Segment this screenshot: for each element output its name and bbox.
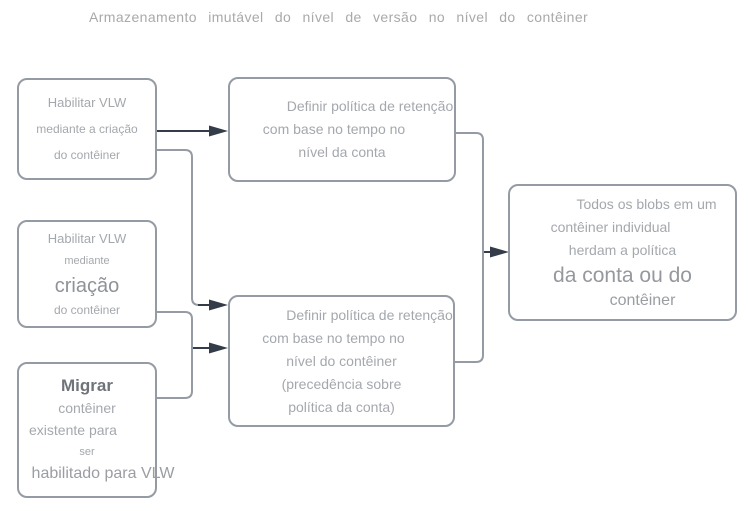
node-text-line: herdam a política [568, 242, 677, 258]
node-text-line: habilitado para VLW [31, 465, 175, 482]
node-text-line: nível do contêiner [286, 352, 397, 369]
node-text-line: contêiner individual [550, 219, 671, 235]
node-text-line: com base no tempo no [262, 329, 405, 346]
node-text-line: existente para [29, 422, 117, 438]
node-text-line: nível da conta [298, 144, 386, 160]
node-text-line: do contêiner [53, 302, 121, 317]
node-text-line: ser [79, 446, 95, 458]
node-text-line: criação [54, 274, 120, 297]
node-text-line: Todos os blobs em um [576, 196, 717, 212]
node-text-line: contêiner [58, 400, 116, 416]
node-text-line: mediante [64, 254, 110, 267]
arrowhead-merge-to-container-policy [209, 342, 228, 354]
node-text-line: com base no tempo no [262, 121, 406, 137]
node-migrate-existing-container: Migrar contêiner existente para ser habi… [17, 362, 174, 498]
node-text-line: Definir política de retenção [286, 306, 453, 323]
arrowhead-create-to-container-policy [209, 299, 228, 311]
node-text-line: (precedência sobre [281, 375, 402, 392]
node-enable-vlw-via-creation: Habilitar VLW mediante criação do contêi… [17, 220, 157, 328]
node-text-line: política da conta) [288, 398, 395, 415]
node-blobs-inherit-policy: Todos os blobs em um contêiner individua… [508, 184, 737, 321]
diagram-title: Armazenamento imutável do nível de versã… [89, 9, 589, 25]
arrowhead-create-to-account-policy [209, 125, 228, 137]
node-text-line: Migrar [61, 376, 113, 395]
node-text-line: da conta ou do [553, 264, 692, 287]
elbow-policies-merge [455, 132, 484, 363]
node-text-line: do contêiner [53, 148, 121, 162]
elbow-create-to-container-policy [157, 149, 200, 306]
elbow-enable-migrate-merge [157, 311, 193, 399]
node-text-line: Habilitar VLW [47, 230, 127, 246]
arrowhead-policies-to-inherit [490, 246, 509, 258]
node-text-line: mediante a criação [36, 122, 138, 136]
node-text-line: Habilitar VLW [47, 95, 127, 110]
node-enable-vlw-on-creation: Habilitar VLW mediante a criação do cont… [17, 78, 157, 180]
node-account-level-retention-policy: Definir política de retenção com base no… [228, 77, 456, 182]
node-text-line: contêiner [609, 292, 676, 309]
node-container-level-retention-policy: Definir política de retenção com base no… [228, 295, 455, 427]
node-text-line: Definir política de retenção [286, 98, 454, 114]
